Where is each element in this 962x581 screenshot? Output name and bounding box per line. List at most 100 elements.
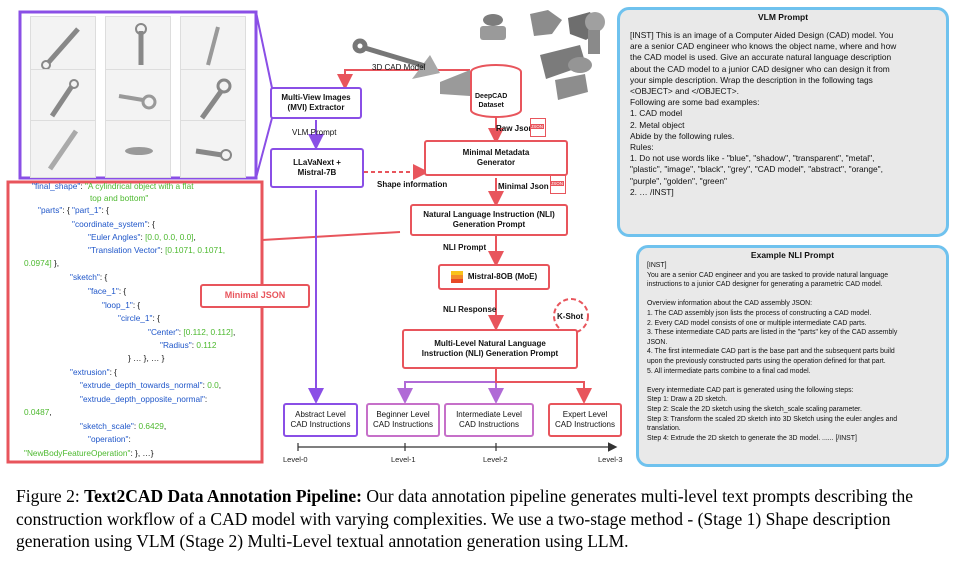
mistral-logo-icon [450, 271, 463, 283]
kshot-label: K-Shot [557, 312, 584, 321]
json-line: "Translation Vector": [0.1071, 0.1071, [88, 246, 225, 254]
multilevel-nli-prompt-box: Multi-Level Natural Language Instruction… [402, 329, 578, 369]
json-line: "parts": { "part_1": { [38, 206, 109, 214]
json-token: , [49, 407, 52, 417]
json-line: "coordinate_system": { [72, 220, 155, 228]
json-token: "final_shape" [32, 181, 81, 191]
json-token: , [218, 380, 222, 390]
json-token: 0.0974] [24, 258, 52, 268]
json-token: : [204, 394, 208, 404]
llava-mistral-box: LLaVaNext + Mistral-7B [270, 148, 364, 188]
mistral-box: Mistral-8OB (MoE) [438, 264, 550, 290]
nli-prompt-title: Example NLI Prompt [750, 250, 835, 260]
minimal-metadata-box: Minimal Metadata Generator [424, 140, 568, 176]
json-token: : [80, 181, 85, 191]
json-token: "NewBodyFeatureOperation" [24, 448, 131, 458]
view-thumbnail [30, 120, 96, 178]
json-line: "Radius": 0.112 [160, 341, 217, 349]
edge-label-raw-json: Raw Json [496, 124, 534, 133]
level-0-label: Level-0 [283, 455, 308, 464]
json-file-icon: JSON [530, 118, 546, 137]
json-line: "final_shape": "A cylindrical object wit… [32, 182, 194, 190]
json-file-icon: JSON [550, 175, 566, 194]
json-token: 0.6429 [138, 421, 164, 431]
vlm-prompt-panel: VLM Prompt [INST] This is an image of a … [617, 7, 949, 237]
intermediate-level-box: Intermediate Level CAD Instructions [444, 403, 534, 437]
nli-prompt-panel: Example NLI Prompt [INST] You are a seni… [636, 245, 949, 467]
vlm-prompt-text: [INST] This is an image of a Computer Ai… [630, 30, 897, 197]
json-token: "face_1" [88, 286, 119, 296]
json-token: , [193, 232, 196, 242]
json-line: "extrude_depth_opposite_normal": [80, 395, 207, 403]
json-line: "Center": [0.112, 0.112], [148, 328, 235, 336]
json-file-badge: JSON [550, 181, 565, 186]
json-token: }, [51, 258, 60, 268]
minimal-json-box: Minimal JSON [200, 284, 310, 308]
edge-label-3d-cad-model: 3D CAD Model [372, 63, 426, 72]
cad-model-wrench-icon [352, 38, 426, 69]
json-token: 0.0 [207, 380, 219, 390]
json-token: : { [118, 286, 127, 296]
json-token: : { [109, 367, 117, 377]
caption-prefix: Figure 2: [16, 486, 85, 506]
json-token: "Euler Angles" [88, 232, 141, 242]
view-thumbnail [105, 120, 171, 178]
json-token: "part_1" [72, 205, 102, 215]
edge-label-vlm-prompt: VLM Prompt [292, 128, 337, 137]
json-line: "loop_1": { [102, 301, 140, 309]
edge-label-nli-prompt: NLI Prompt [443, 243, 487, 252]
json-line: 0.0974] }, [24, 259, 59, 267]
cone-part-icon [440, 70, 470, 96]
caption-text: Our data annotation pipeline generates m… [16, 486, 914, 551]
json-line: "sketch_scale": 0.6429, [80, 422, 166, 430]
json-token: "circle_1" [118, 313, 153, 323]
json-token: : { [132, 300, 141, 310]
json-token: : [191, 340, 197, 350]
json-token: : { [101, 205, 109, 215]
beginner-level-label: Beginner Level CAD Instructions [372, 410, 434, 429]
json-token: [0.112, 0.112] [183, 327, 233, 337]
view-thumbnail [180, 120, 246, 178]
expert-level-label: Expert Level CAD Instructions [554, 410, 616, 429]
json-token: "coordinate_system" [72, 219, 148, 229]
json-token: 0.112 [196, 340, 217, 350]
expert-level-box: Expert Level CAD Instructions [548, 403, 622, 437]
json-line: "face_1": { [88, 287, 126, 295]
json-token: } … }, … } [128, 353, 165, 363]
caption-title: Text2CAD Data Annotation Pipeline: [84, 486, 362, 506]
view-thumbnail [180, 16, 246, 74]
json-token: "sketch_scale" [80, 421, 134, 431]
json-token: "Radius" [160, 340, 192, 350]
view-thumbnail [30, 69, 96, 127]
json-token: : [202, 380, 208, 390]
json-line: "NewBodyFeatureOperation": }, …} [24, 449, 154, 457]
edge-label-minimal-json: Minimal Json [498, 182, 549, 191]
json-token: top and bottom" [90, 193, 149, 203]
json-token: "operation" [88, 434, 129, 444]
intermediate-level-label: Intermediate Level CAD Instructions [456, 410, 522, 429]
json-line: 0.0487, [24, 408, 52, 416]
database-icon [470, 64, 522, 118]
json-token: : }, …} [130, 448, 154, 458]
json-token: 0.0487 [24, 407, 50, 417]
json-line: "operation": [88, 435, 131, 443]
json-token: "Center" [148, 327, 179, 337]
json-token: : { [62, 205, 73, 215]
json-token: "Translation Vector" [88, 245, 161, 255]
json-token: : [133, 421, 139, 431]
json-token: "sketch" [70, 272, 100, 282]
json-token: "A cylindrical object with a flat [84, 181, 194, 191]
json-line: "circle_1": { [118, 314, 160, 322]
view-thumbnail [180, 69, 246, 127]
deepcad-label: DeepCAD Dataset [475, 93, 508, 109]
json-line: "Euler Angles": [0.0, 0.0, 0.0], [88, 233, 196, 241]
json-line: "extrusion": { [70, 368, 117, 376]
json-token: "extrude_depth_opposite_normal" [80, 394, 205, 404]
abstract-level-label: Abstract Level CAD Instructions [290, 410, 351, 429]
json-token: : [178, 327, 184, 337]
json-token: , [232, 327, 236, 337]
nli-prompt-text: [INST] You are a senior CAD engineer and… [647, 262, 898, 442]
json-token: "parts" [38, 205, 63, 215]
edge-label-shape-information: Shape information [377, 180, 448, 189]
json-token: [0.1071, 0.1071, [165, 245, 226, 255]
